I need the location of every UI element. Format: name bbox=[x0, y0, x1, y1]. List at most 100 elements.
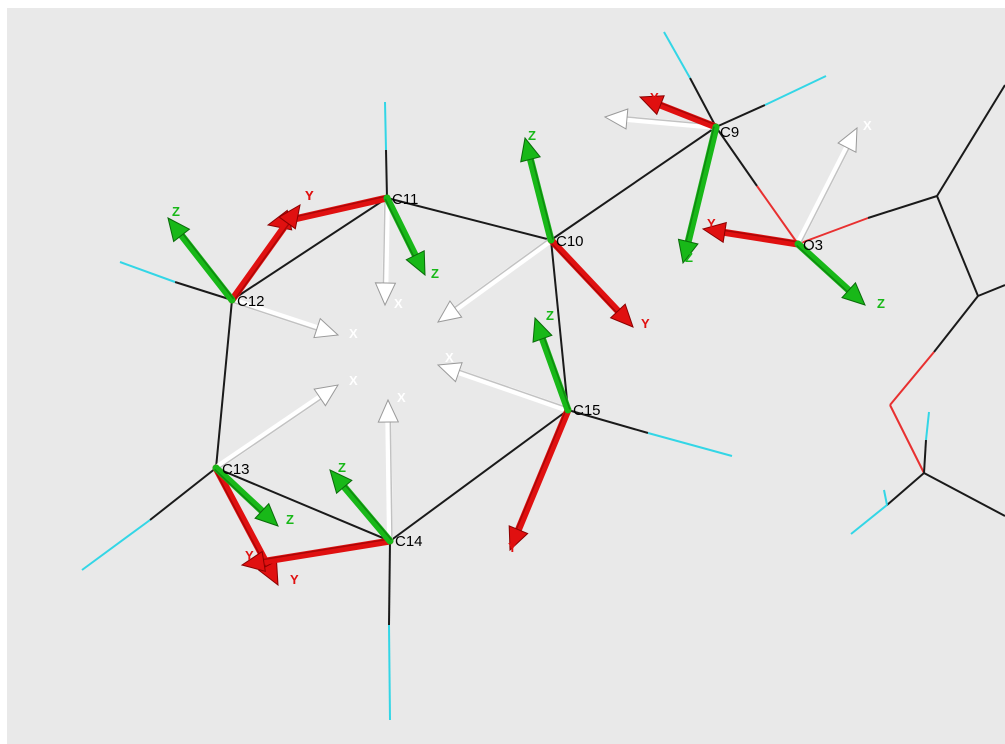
hbond-c13 bbox=[81, 519, 151, 571]
bond-c9-up bbox=[689, 77, 717, 128]
axis-x-head-c12 bbox=[313, 317, 340, 339]
atom-label-c13[interactable]: C13 bbox=[222, 461, 250, 478]
axis-y-shade-c9 bbox=[660, 102, 718, 126]
axis-y-label-c11: Y bbox=[305, 188, 314, 203]
bond-o3-ring-b bbox=[867, 195, 938, 219]
axis-y-shade-c14 bbox=[263, 538, 390, 561]
axis-x-shade-c12 bbox=[231, 301, 317, 331]
bond-c11-c12 bbox=[231, 197, 388, 301]
atom-label-c10[interactable]: C10 bbox=[556, 233, 584, 250]
bond-ring-e bbox=[889, 351, 935, 406]
axis-z-head-c15 bbox=[532, 316, 553, 343]
bond-o3-ring bbox=[797, 217, 869, 245]
axis-z-label-c11: Z bbox=[431, 266, 439, 281]
axis-z-head-c10 bbox=[520, 136, 542, 163]
axis-z-head-c12 bbox=[167, 217, 191, 243]
atom-label-c14[interactable]: C14 bbox=[395, 533, 423, 550]
axis-y-head-c14 bbox=[240, 550, 266, 573]
axis-z-shaft-c9 bbox=[684, 123, 720, 246]
axis-x-head-c13 bbox=[313, 384, 339, 407]
axis-y-shaft-c10 bbox=[547, 236, 622, 315]
hbond-ring-left bbox=[883, 489, 888, 506]
axis-y-head-c15 bbox=[508, 525, 529, 552]
axis-z-shaft-c14 bbox=[340, 483, 394, 545]
axis-y-shade-c13 bbox=[213, 468, 267, 567]
axis-y-shade-c12 bbox=[233, 223, 290, 302]
axis-y-shade-c10 bbox=[548, 240, 618, 313]
axis-x-shaft-c11 bbox=[382, 195, 390, 287]
hbond-c9-up bbox=[663, 31, 691, 79]
axis-z-label-c15: Z bbox=[546, 308, 554, 323]
axis-x-shaft-c9 bbox=[623, 115, 719, 130]
axis-z-head-c11 bbox=[405, 250, 426, 277]
atom-label-c12[interactable]: C12 bbox=[237, 293, 265, 310]
atom-label-c15[interactable]: C15 bbox=[573, 402, 601, 419]
bond-c14-h bbox=[388, 540, 391, 626]
bond-ring-a bbox=[936, 84, 1005, 197]
bond-c13-c14 bbox=[215, 467, 391, 542]
atom-label-layer: C9 C10 C11 C12 C13 C14 C15 O3 bbox=[222, 124, 823, 550]
bond-c13-h bbox=[149, 467, 217, 521]
hbond-c15 bbox=[647, 432, 733, 457]
axis-z-head-c9 bbox=[677, 238, 699, 265]
hbond-c11 bbox=[384, 101, 387, 151]
bond-c12-h bbox=[174, 281, 233, 301]
atom-label-c9[interactable]: C9 bbox=[720, 124, 739, 141]
axis-z-shaft-c13 bbox=[212, 464, 266, 515]
bond-c11-h bbox=[385, 149, 388, 199]
axis-x-label-o3: X bbox=[863, 118, 872, 133]
axis-x-shaft-c15 bbox=[455, 369, 571, 413]
bond-c15-c10 bbox=[550, 239, 569, 411]
axis-y-shaft-o3 bbox=[721, 228, 802, 248]
bond-ring-d bbox=[933, 295, 979, 353]
axis-z-shade-c15 bbox=[543, 337, 571, 410]
axis-x-head-c15 bbox=[436, 362, 463, 383]
axis-y-label-c12: Y bbox=[305, 188, 314, 203]
axis-z-shade-c13 bbox=[214, 468, 262, 513]
axis-x-label-c13: X bbox=[349, 373, 358, 388]
axis-y-head-c12 bbox=[278, 204, 301, 230]
axis-y-shaft-c15 bbox=[514, 406, 572, 534]
axis-x-head-o3 bbox=[837, 126, 858, 153]
axis-y-head-c13 bbox=[257, 560, 279, 587]
axis-z-shade-c14 bbox=[345, 485, 393, 541]
axis-y-head-c10 bbox=[609, 303, 634, 328]
axis-z-head-c14 bbox=[329, 469, 353, 495]
bond-ring-g bbox=[923, 472, 1005, 517]
axis-y-shade-c15 bbox=[515, 408, 567, 530]
axis-z-label-c9: Z bbox=[685, 250, 693, 265]
axis-x-shaft-c12 bbox=[229, 297, 321, 332]
axis-z-label-c12: Z bbox=[172, 204, 180, 219]
axis-z-shade-c11 bbox=[384, 198, 415, 257]
axis-x-label-c11: X bbox=[394, 296, 403, 311]
axis-z-shaft-c12 bbox=[178, 231, 236, 304]
axis-x-shade-c10 bbox=[454, 237, 551, 309]
axis-x-label-c12: X bbox=[349, 326, 358, 341]
axis-z-label-c13: Z bbox=[286, 512, 294, 527]
axis-z-shade-c10 bbox=[531, 158, 554, 240]
axis-z-label-c10: Z bbox=[528, 128, 536, 143]
bond-ring-f bbox=[889, 404, 925, 474]
axis-x-shade-o3 bbox=[799, 148, 850, 246]
bond-c10-c9 bbox=[550, 126, 717, 241]
bond-c15-h bbox=[567, 409, 649, 434]
atom-label-o3[interactable]: O3 bbox=[803, 237, 823, 254]
axis-x-shade-c14 bbox=[389, 421, 393, 541]
bond-c9-o3 bbox=[715, 126, 758, 187]
bond-c14-c15 bbox=[389, 409, 569, 542]
axis-z-shaft-c11 bbox=[383, 194, 419, 259]
axis-z-label-o3: Z bbox=[877, 296, 885, 311]
axis-x-label-c15: X bbox=[445, 350, 454, 365]
atom-label-c11[interactable]: C11 bbox=[392, 191, 418, 208]
axis-z-shaft-c15 bbox=[538, 335, 572, 414]
axis-y-label-o3: Y bbox=[707, 216, 716, 231]
axis-y-label-c9: Y bbox=[650, 90, 659, 105]
axis-x-head-c11 bbox=[374, 282, 397, 307]
bond-c12-c13 bbox=[215, 299, 233, 469]
axis-x-shaft-c14 bbox=[385, 418, 393, 544]
axis-y-label-c10: Y bbox=[641, 316, 650, 331]
hbond-ring-h bbox=[850, 504, 888, 535]
hydrogen-bond-layer bbox=[81, 31, 930, 721]
